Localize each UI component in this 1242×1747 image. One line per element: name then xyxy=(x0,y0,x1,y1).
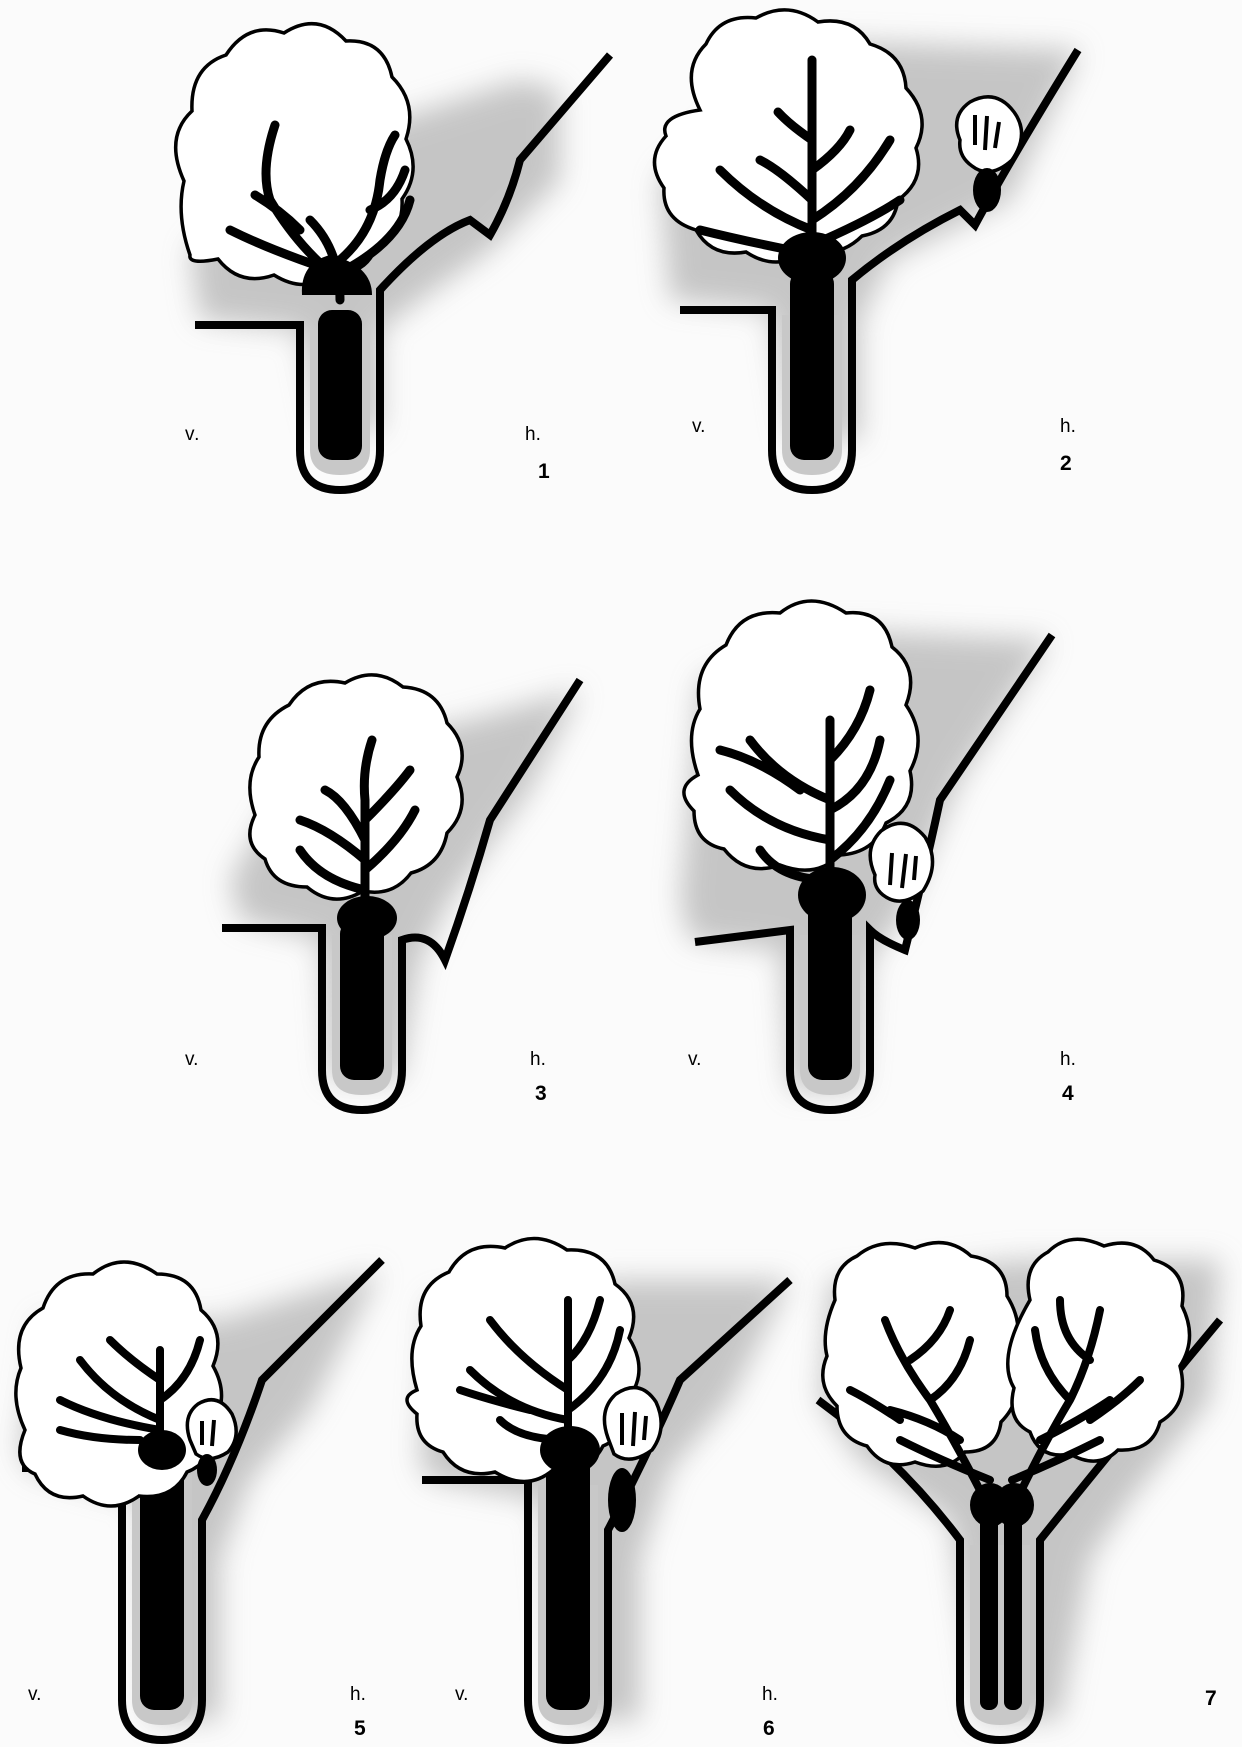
fig4-ventral-label: v. xyxy=(688,1049,701,1070)
fig3-ventral-label: v. xyxy=(185,1049,198,1070)
fig5-dorsal-label: h. xyxy=(350,1684,366,1705)
fig4-dorsal-label: h. xyxy=(1060,1049,1076,1070)
fig1-dorsal-label: h. xyxy=(525,424,541,445)
fig2-dorsal-label: h. xyxy=(1060,416,1076,437)
fig4-number: 4 xyxy=(1062,1082,1074,1105)
fig6-ventral-label: v. xyxy=(455,1684,468,1705)
fig7-number: 7 xyxy=(1205,1687,1217,1710)
fig6-dorsal-label: h. xyxy=(762,1684,778,1705)
fig2-number: 2 xyxy=(1060,452,1072,475)
fig3-dorsal-label: h. xyxy=(530,1049,546,1070)
fig1-ventral-label: v. xyxy=(185,424,200,445)
fig1-number: 1 xyxy=(538,460,550,483)
fig3-number: 3 xyxy=(535,1082,547,1105)
fig6-number: 6 xyxy=(763,1717,775,1740)
fig2-ventral-label: v. xyxy=(692,416,705,437)
fig5-ventral-label: v. xyxy=(28,1684,41,1705)
fig5-number: 5 xyxy=(354,1717,366,1740)
